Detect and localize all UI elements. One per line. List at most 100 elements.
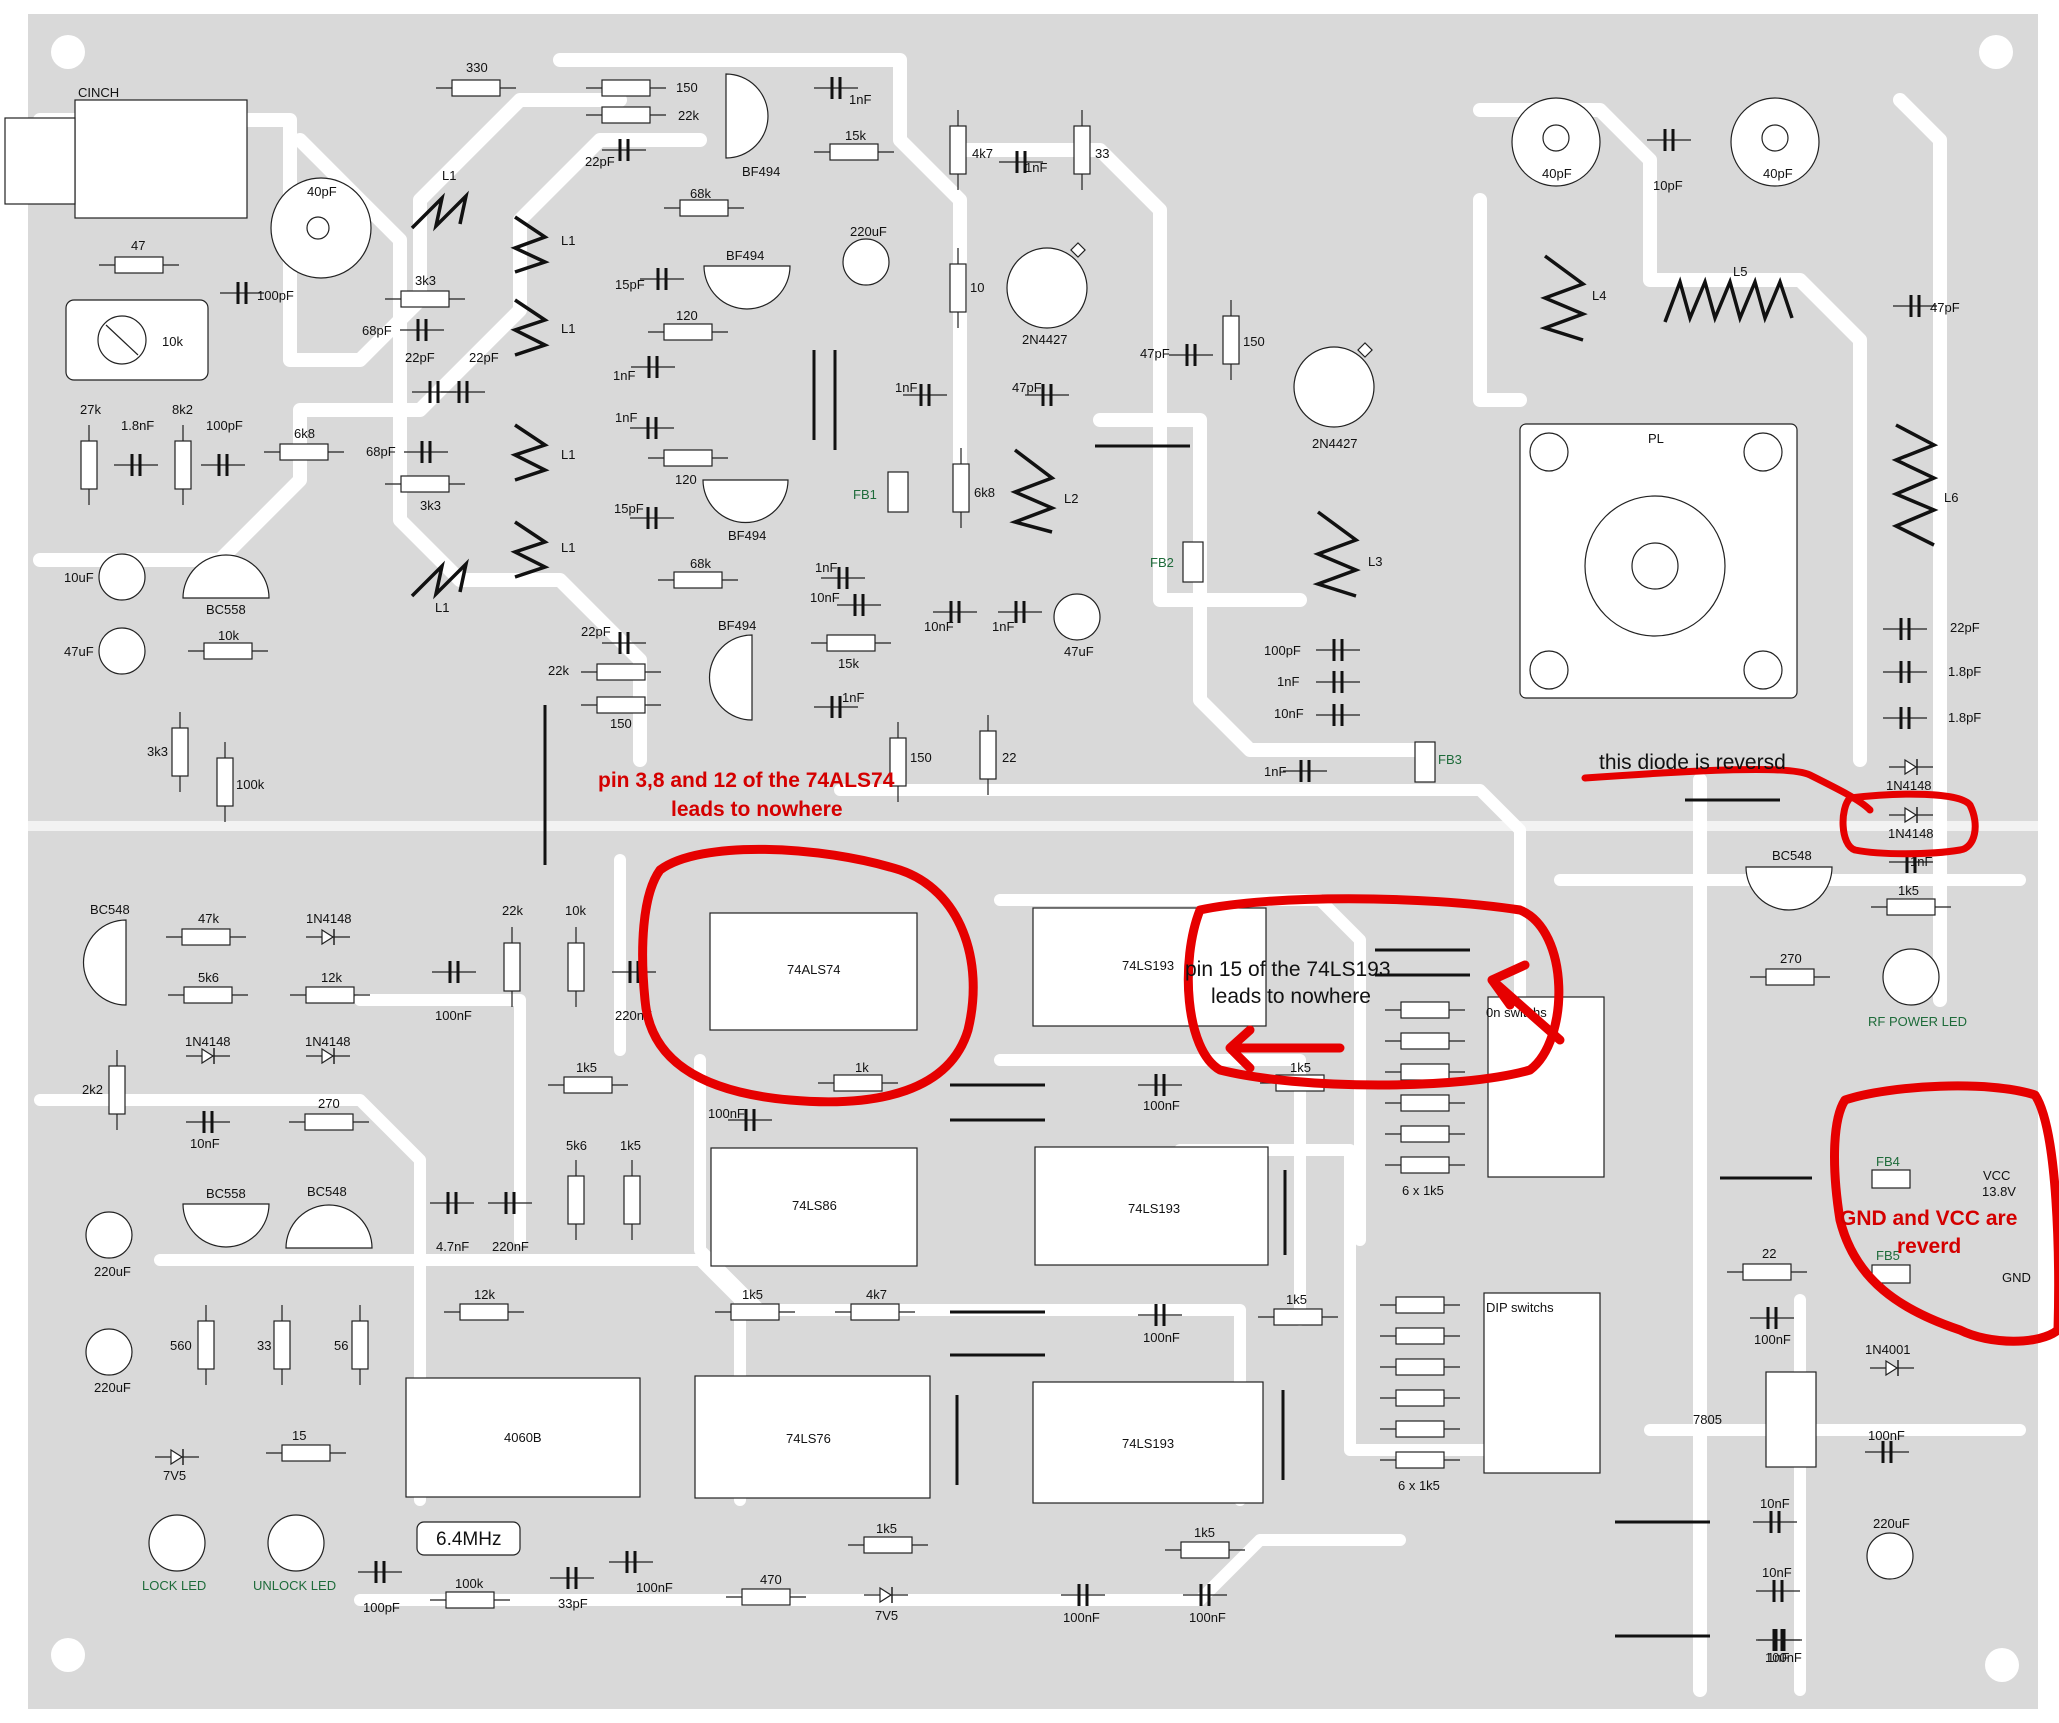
svg-text:22: 22 bbox=[1002, 750, 1016, 765]
svg-text:10k: 10k bbox=[565, 903, 586, 918]
part-c100pfc: 100pF bbox=[1264, 639, 1360, 661]
svg-text:10uF: 10uF bbox=[64, 570, 94, 585]
svg-text:15k: 15k bbox=[838, 656, 859, 671]
part-r5k6b: 5k6 bbox=[566, 1138, 587, 1240]
ic-4060b: 4060B bbox=[405, 1377, 641, 1498]
svg-text:47: 47 bbox=[131, 238, 145, 253]
part-c100pfa: 100pF bbox=[220, 282, 294, 304]
part-c68pfa: 68pF bbox=[362, 319, 444, 341]
svg-text:15: 15 bbox=[292, 1428, 306, 1443]
svg-text:100nF: 100nF bbox=[1765, 1650, 1802, 1665]
inductor-l4: L4 bbox=[1539, 254, 1606, 342]
dip-switch-bottom: DIP switchs bbox=[1483, 1292, 1601, 1474]
part-c100nff: 100nF bbox=[1865, 1428, 1909, 1463]
part-r6x1k5a: 6 x 1k5 bbox=[1385, 1001, 1465, 1198]
svg-text:100nF: 100nF bbox=[1063, 1610, 1100, 1625]
svg-text:1N4148: 1N4148 bbox=[1888, 826, 1934, 841]
inductor-l1-a: L1 bbox=[410, 168, 469, 232]
part-r470: 470 bbox=[726, 1572, 806, 1606]
svg-text:L4: L4 bbox=[1592, 288, 1606, 303]
svg-text:UNLOCK LED: UNLOCK LED bbox=[253, 1578, 336, 1593]
part-r2k2: 2k2 bbox=[82, 1050, 126, 1130]
part-c1n8b: 1.8pF bbox=[1883, 661, 1981, 683]
part-r1k5a: 1k5 bbox=[1871, 883, 1951, 916]
svg-text:6 x 1k5: 6 x 1k5 bbox=[1398, 1478, 1440, 1493]
unlock-led: UNLOCK LED bbox=[253, 1514, 336, 1593]
part-c1nfc: 1nF bbox=[613, 356, 675, 383]
transistor-bf494-a: BF494 bbox=[725, 73, 780, 179]
part-r56: 56 bbox=[334, 1305, 369, 1385]
svg-text:10nF: 10nF bbox=[190, 1136, 220, 1151]
svg-text:100nF: 100nF bbox=[1143, 1098, 1180, 1113]
elcap-47uf-left: 47uF bbox=[64, 627, 146, 675]
note-gnd-vcc-line2: reverd bbox=[1897, 1235, 1961, 1258]
part-c22pfe: 22pF bbox=[1883, 618, 1980, 640]
part-r4k7a: 4k7 bbox=[949, 110, 993, 190]
part-d1n4148b: 1N4148 bbox=[1888, 806, 1934, 841]
part-r330: 330 bbox=[436, 60, 516, 97]
note-74ls193-line1: pin 15 of the 74LS193 bbox=[1185, 958, 1391, 981]
svg-text:22pF: 22pF bbox=[405, 350, 435, 365]
svg-text:270: 270 bbox=[318, 1096, 340, 1111]
passive-components: 330 150 22k 1nF 22pF 15k 4k7 1nF 33 68k 47 100pF 3k3… bbox=[80, 60, 1981, 1665]
part-r8k2: 8k2 bbox=[172, 402, 193, 505]
elcap-10uf: 10uF bbox=[64, 553, 146, 601]
part-c100pfd: 100pF bbox=[358, 1561, 402, 1615]
svg-text:1nF: 1nF bbox=[1264, 764, 1286, 779]
svg-text:L1: L1 bbox=[442, 168, 456, 183]
jumper-wires bbox=[543, 350, 1812, 1638]
svg-text:L1: L1 bbox=[561, 321, 575, 336]
svg-text:10nF: 10nF bbox=[1274, 706, 1304, 721]
svg-text:6.4MHz: 6.4MHz bbox=[436, 1529, 501, 1550]
svg-text:BF494: BF494 bbox=[726, 248, 764, 263]
vcc-label: VCC bbox=[1983, 1168, 2010, 1183]
svg-text:15pF: 15pF bbox=[614, 501, 644, 516]
svg-text:1nF: 1nF bbox=[895, 380, 917, 395]
circle-diode bbox=[1839, 790, 1979, 858]
svg-text:74LS193: 74LS193 bbox=[1128, 1201, 1180, 1216]
part-r33a: 33 bbox=[1073, 110, 1109, 190]
svg-text:10nF: 10nF bbox=[810, 590, 840, 605]
part-c10nfa: 10nF bbox=[810, 590, 881, 616]
part-r120b: 120 bbox=[648, 449, 728, 487]
svg-text:22k: 22k bbox=[548, 663, 569, 678]
mounting-hole bbox=[1985, 1648, 2019, 1682]
svg-text:1N4148: 1N4148 bbox=[306, 911, 352, 926]
part-r22a: 22 bbox=[979, 715, 1016, 795]
part-r3k3b: 3k3 bbox=[385, 475, 465, 513]
svg-text:100pF: 100pF bbox=[1264, 643, 1301, 658]
svg-text:1k5: 1k5 bbox=[1290, 1060, 1311, 1075]
svg-text:33: 33 bbox=[1095, 146, 1109, 161]
part-r10kb: 10k bbox=[565, 903, 586, 1007]
elcap-220uf-top: 220uF bbox=[842, 224, 890, 286]
part-c100nfe: 100nF bbox=[1750, 1307, 1794, 1347]
inductor-l1-e: L1 bbox=[510, 520, 575, 579]
part-r68kb: 68k bbox=[658, 556, 738, 589]
svg-text:1.8nF: 1.8nF bbox=[121, 418, 154, 433]
trimmer-40pf-left: 40pF bbox=[270, 177, 372, 279]
part-c22pfb: 22pF bbox=[405, 350, 456, 403]
svg-text:100nF: 100nF bbox=[708, 1106, 745, 1121]
svg-text:8k2: 8k2 bbox=[172, 402, 193, 417]
part-r150a: 150 bbox=[586, 79, 698, 97]
review-markings bbox=[638, 765, 2059, 1346]
svg-text:100nF: 100nF bbox=[435, 1008, 472, 1023]
transistor-bc558-a: BC558 bbox=[182, 554, 270, 617]
part-r1k5e: 1k5 bbox=[715, 1287, 795, 1321]
ferrite-fb1: FB1 bbox=[853, 471, 909, 513]
transistor-bc558-b: BC558 bbox=[182, 1186, 270, 1248]
part-r270a: 270 bbox=[1750, 951, 1830, 986]
svg-text:FB3: FB3 bbox=[1438, 752, 1462, 767]
part-r560: 560 bbox=[170, 1305, 215, 1385]
svg-text:68pF: 68pF bbox=[366, 444, 396, 459]
svg-text:L1: L1 bbox=[561, 233, 575, 248]
part-c100pfb: 100pF bbox=[201, 418, 245, 476]
part-r150d: 150 bbox=[889, 722, 932, 802]
part-r47a: 47 bbox=[99, 238, 179, 274]
svg-text:270: 270 bbox=[1780, 951, 1802, 966]
svg-text:56: 56 bbox=[334, 1338, 348, 1353]
ferrite-fb5: FB5 bbox=[1871, 1248, 1911, 1284]
svg-text:220nF: 220nF bbox=[492, 1239, 529, 1254]
transistor-bf494-c: BF494 bbox=[702, 479, 789, 543]
svg-text:3k3: 3k3 bbox=[415, 273, 436, 288]
